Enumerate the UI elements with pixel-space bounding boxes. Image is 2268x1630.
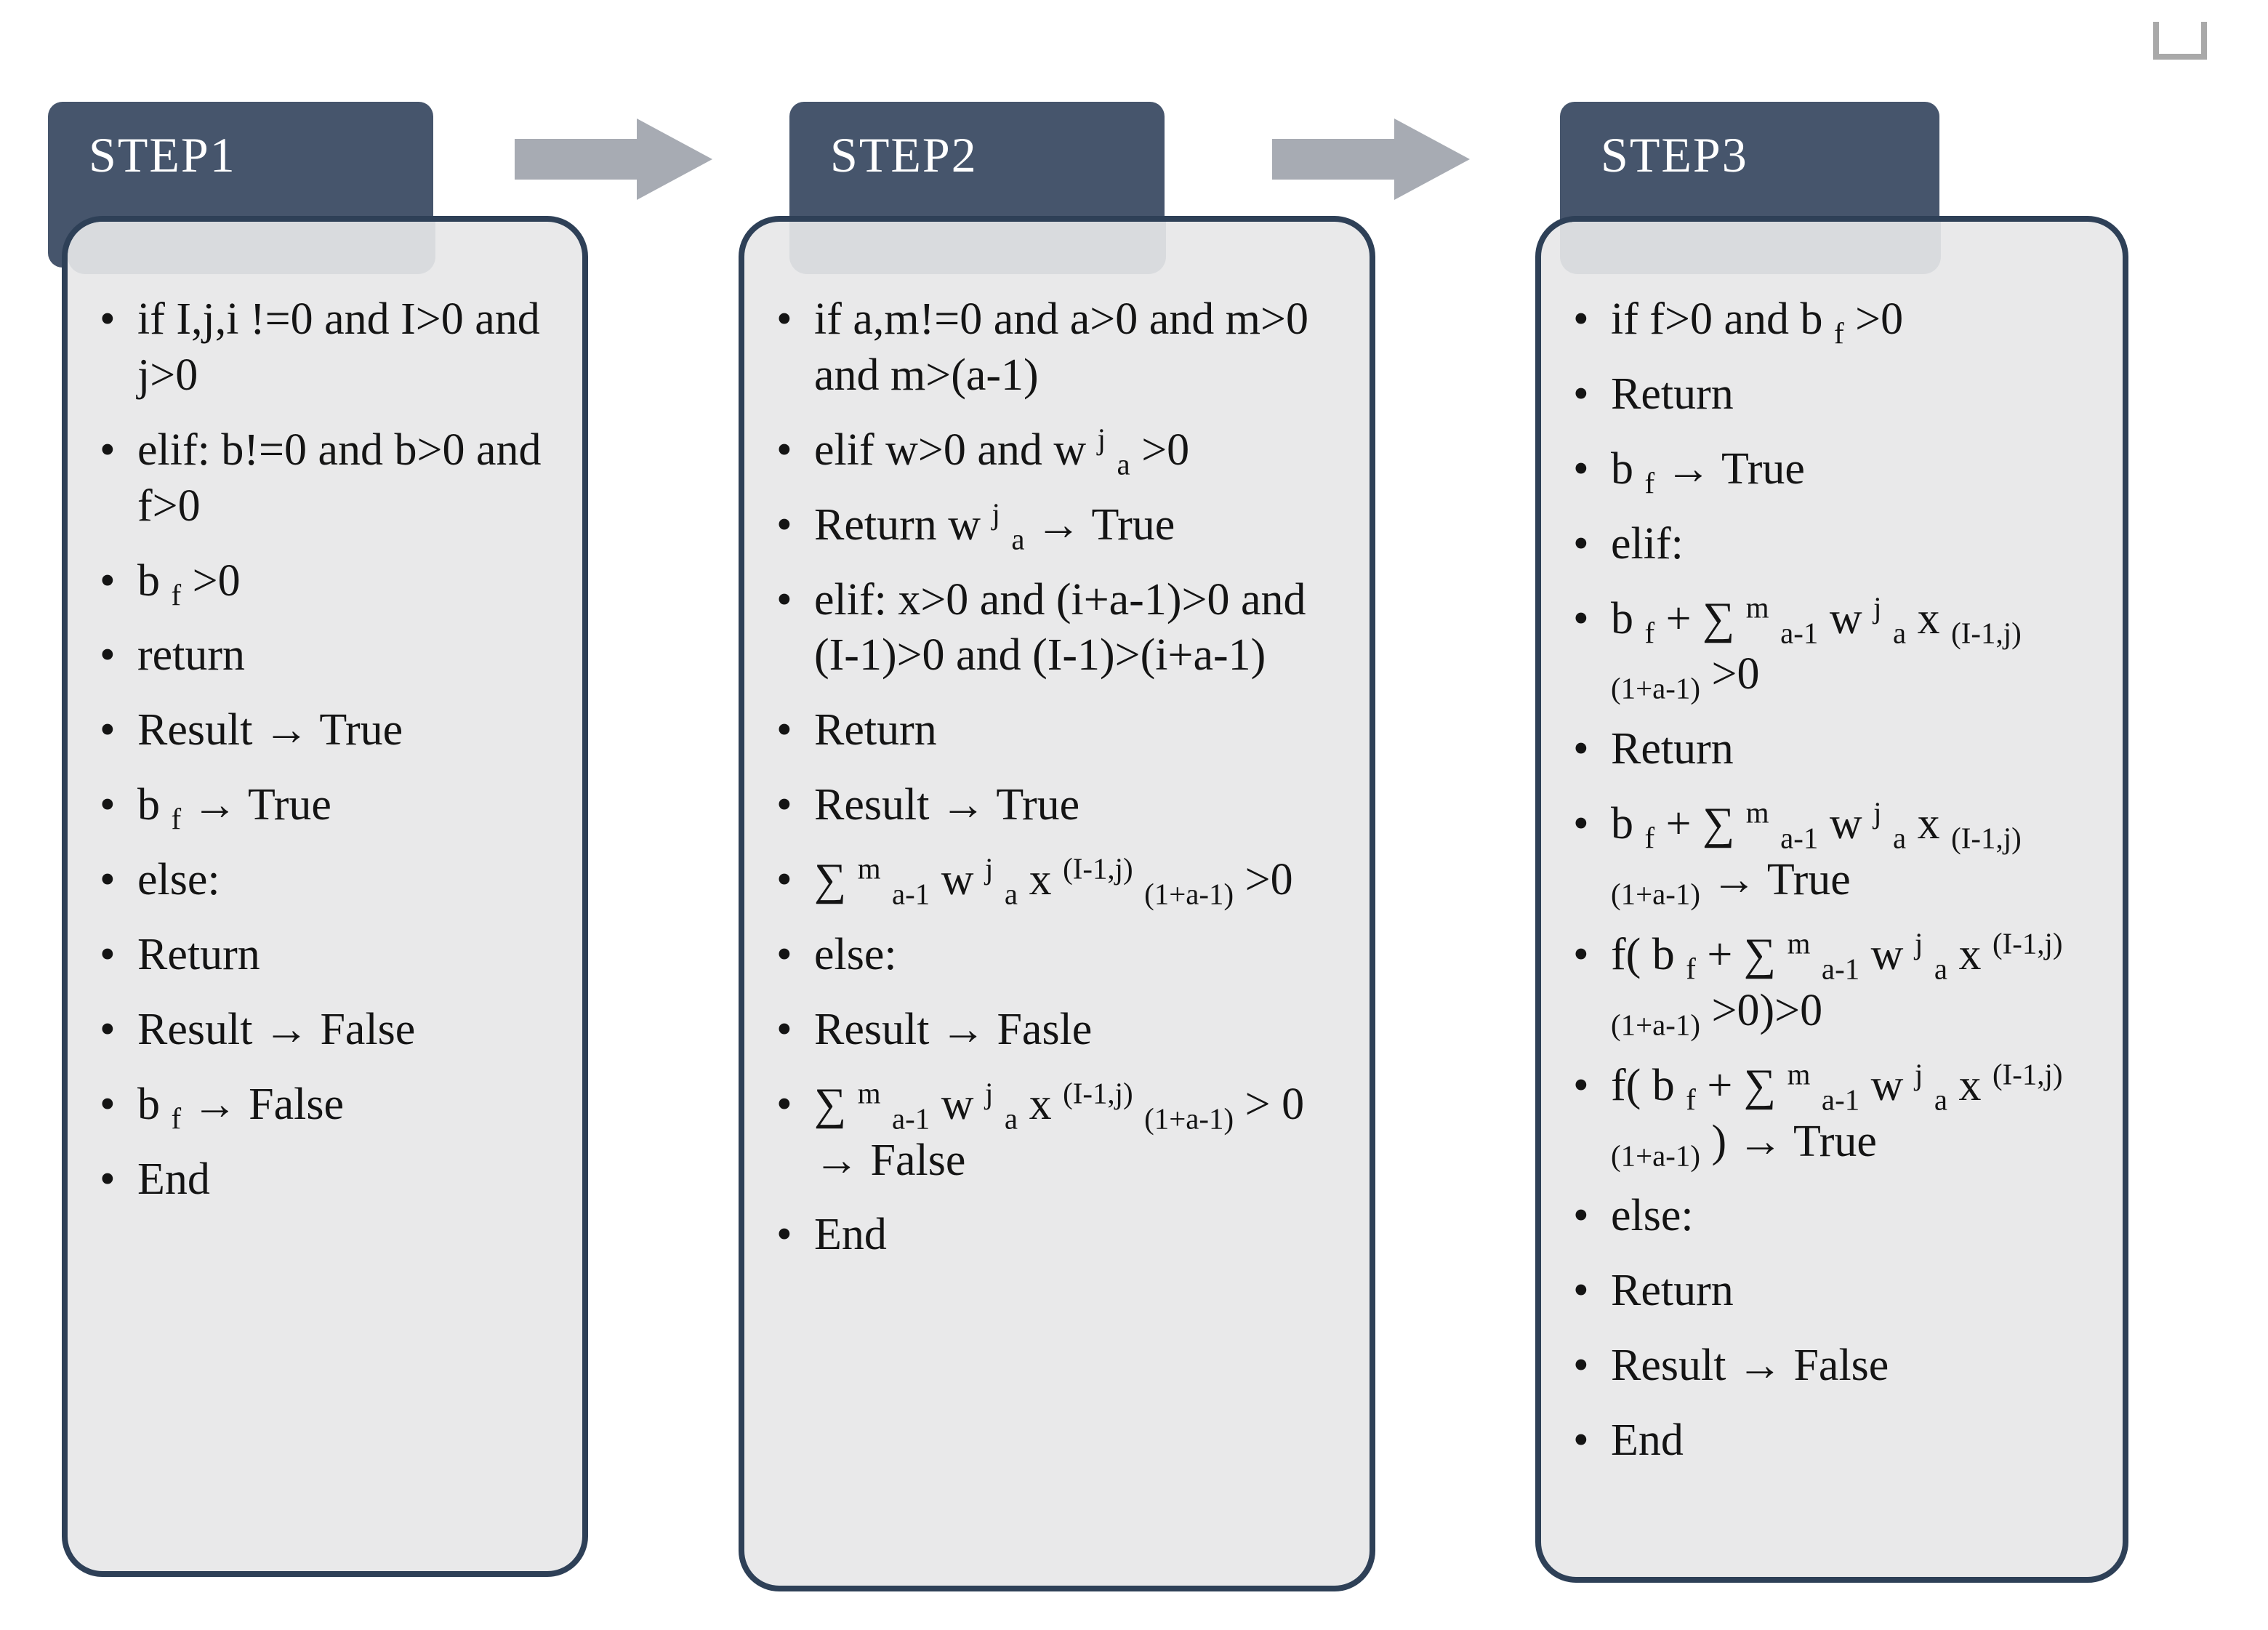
step2-title: STEP2 xyxy=(830,127,978,182)
bullet-item: End xyxy=(744,1207,1342,1263)
bullet-item: ∑ m a-1 w j a x (I-1,j) (1+a-1) >0 xyxy=(744,852,1342,909)
step1-title: STEP1 xyxy=(89,127,236,182)
bullet-item: else: xyxy=(744,927,1342,983)
step3-title: STEP3 xyxy=(1601,127,1748,182)
bullet-item: Return xyxy=(68,927,555,983)
bullet-item: b f → True xyxy=(68,777,555,834)
step2-box: if a,m!=0 and a>0 and m>0 and m>(a-1) eli… xyxy=(739,216,1375,1591)
arrow-right-icon xyxy=(515,119,712,200)
step1-tab-shadow-band xyxy=(68,222,435,274)
step1-box: if I,j,i !=0 and I>0 and j>0 elif: b!=0 a… xyxy=(62,216,588,1577)
bullet-item: if I,j,i !=0 and I>0 and j>0 xyxy=(68,292,555,404)
bullet-item: Return xyxy=(1541,366,2095,422)
bullet-item: Return w j a → True xyxy=(744,497,1342,554)
bullet-item: End xyxy=(1541,1413,2095,1469)
bullet-item: f( b f + ∑ m a-1 w j a x (I-1,j) (1+a-1)… xyxy=(1541,927,2095,1040)
arrow-right-icon xyxy=(1272,119,1470,200)
bullet-item: b f + ∑ m a-1 w j a x (I-1,j) (1+a-1) → … xyxy=(1541,796,2095,909)
step1-bullet-list: if I,j,i !=0 and I>0 and j>0 elif: b!=0 a… xyxy=(68,292,562,1207)
bullet-item: b f >0 xyxy=(68,553,555,610)
bullet-item: b f → False xyxy=(68,1077,555,1133)
bullet-item: else: xyxy=(1541,1188,2095,1244)
bullet-item: Result → Fasle xyxy=(744,1002,1342,1058)
step3-bullet-list: if f>0 and b f >0 Return b f → True elif: b … xyxy=(1541,292,2102,1469)
bullet-item: Result → False xyxy=(1541,1338,2095,1394)
bullet-item: Result → True xyxy=(744,777,1342,833)
arrow-step1-to-step2 xyxy=(515,119,712,200)
arrow-step2-to-step3 xyxy=(1272,119,1470,200)
bullet-item: elif: xyxy=(1541,516,2095,572)
bullet-item: Result → False xyxy=(68,1002,555,1058)
bullet-item: elif w>0 and w j a >0 xyxy=(744,422,1342,479)
bullet-item: elif: x>0 and (i+a-1)>0 and (I-1)>0 and … xyxy=(744,572,1342,684)
step2-tab-shadow-band xyxy=(789,222,1166,274)
bullet-item: else: xyxy=(68,852,555,908)
bullet-item: b f + ∑ m a-1 w j a x (I-1,j) (1+a-1) >0 xyxy=(1541,591,2095,704)
bullet-item: return xyxy=(68,627,555,683)
bullet-item: ∑ m a-1 w j a x (I-1,j) (1+a-1) > 0 → Fa… xyxy=(744,1077,1342,1189)
bullet-item: Result → True xyxy=(68,702,555,758)
bullet-item: Return xyxy=(1541,1263,2095,1319)
bullet-item: End xyxy=(68,1152,555,1208)
bullet-item: Return xyxy=(1541,721,2095,777)
step2-bullet-list: if a,m!=0 and a>0 and m>0 and m>(a-1) eli… xyxy=(744,292,1349,1263)
step3-tab-shadow-band xyxy=(1560,222,1941,274)
bullet-item: Return xyxy=(744,702,1342,758)
bullet-item: elif: b!=0 and b>0 and f>0 xyxy=(68,422,555,534)
text-box-handle-icon xyxy=(2153,22,2207,60)
bullet-item: if a,m!=0 and a>0 and m>0 and m>(a-1) xyxy=(744,292,1342,404)
bullet-item: if f>0 and b f >0 xyxy=(1541,292,2095,348)
bullet-item: b f → True xyxy=(1541,441,2095,498)
step3-box: if f>0 and b f >0 Return b f → True elif: b … xyxy=(1535,216,2128,1583)
bullet-item: f( b f + ∑ m a-1 w j a x (I-1,j) (1+a-1)… xyxy=(1541,1058,2095,1171)
